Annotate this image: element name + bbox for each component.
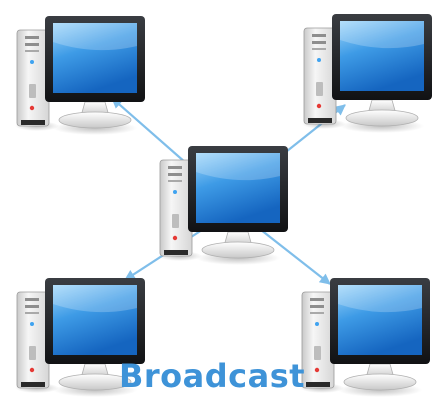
center-computer-icon: [157, 145, 289, 266]
arrow-to-top-left: [111, 97, 187, 164]
bottom-right-computer-icon: [299, 277, 431, 398]
diagram-caption: Broadcast: [118, 357, 306, 395]
top-left-computer-icon: [14, 15, 146, 136]
top-right-computer-icon: [301, 13, 433, 134]
arrow-to-bottom-right: [255, 225, 331, 285]
